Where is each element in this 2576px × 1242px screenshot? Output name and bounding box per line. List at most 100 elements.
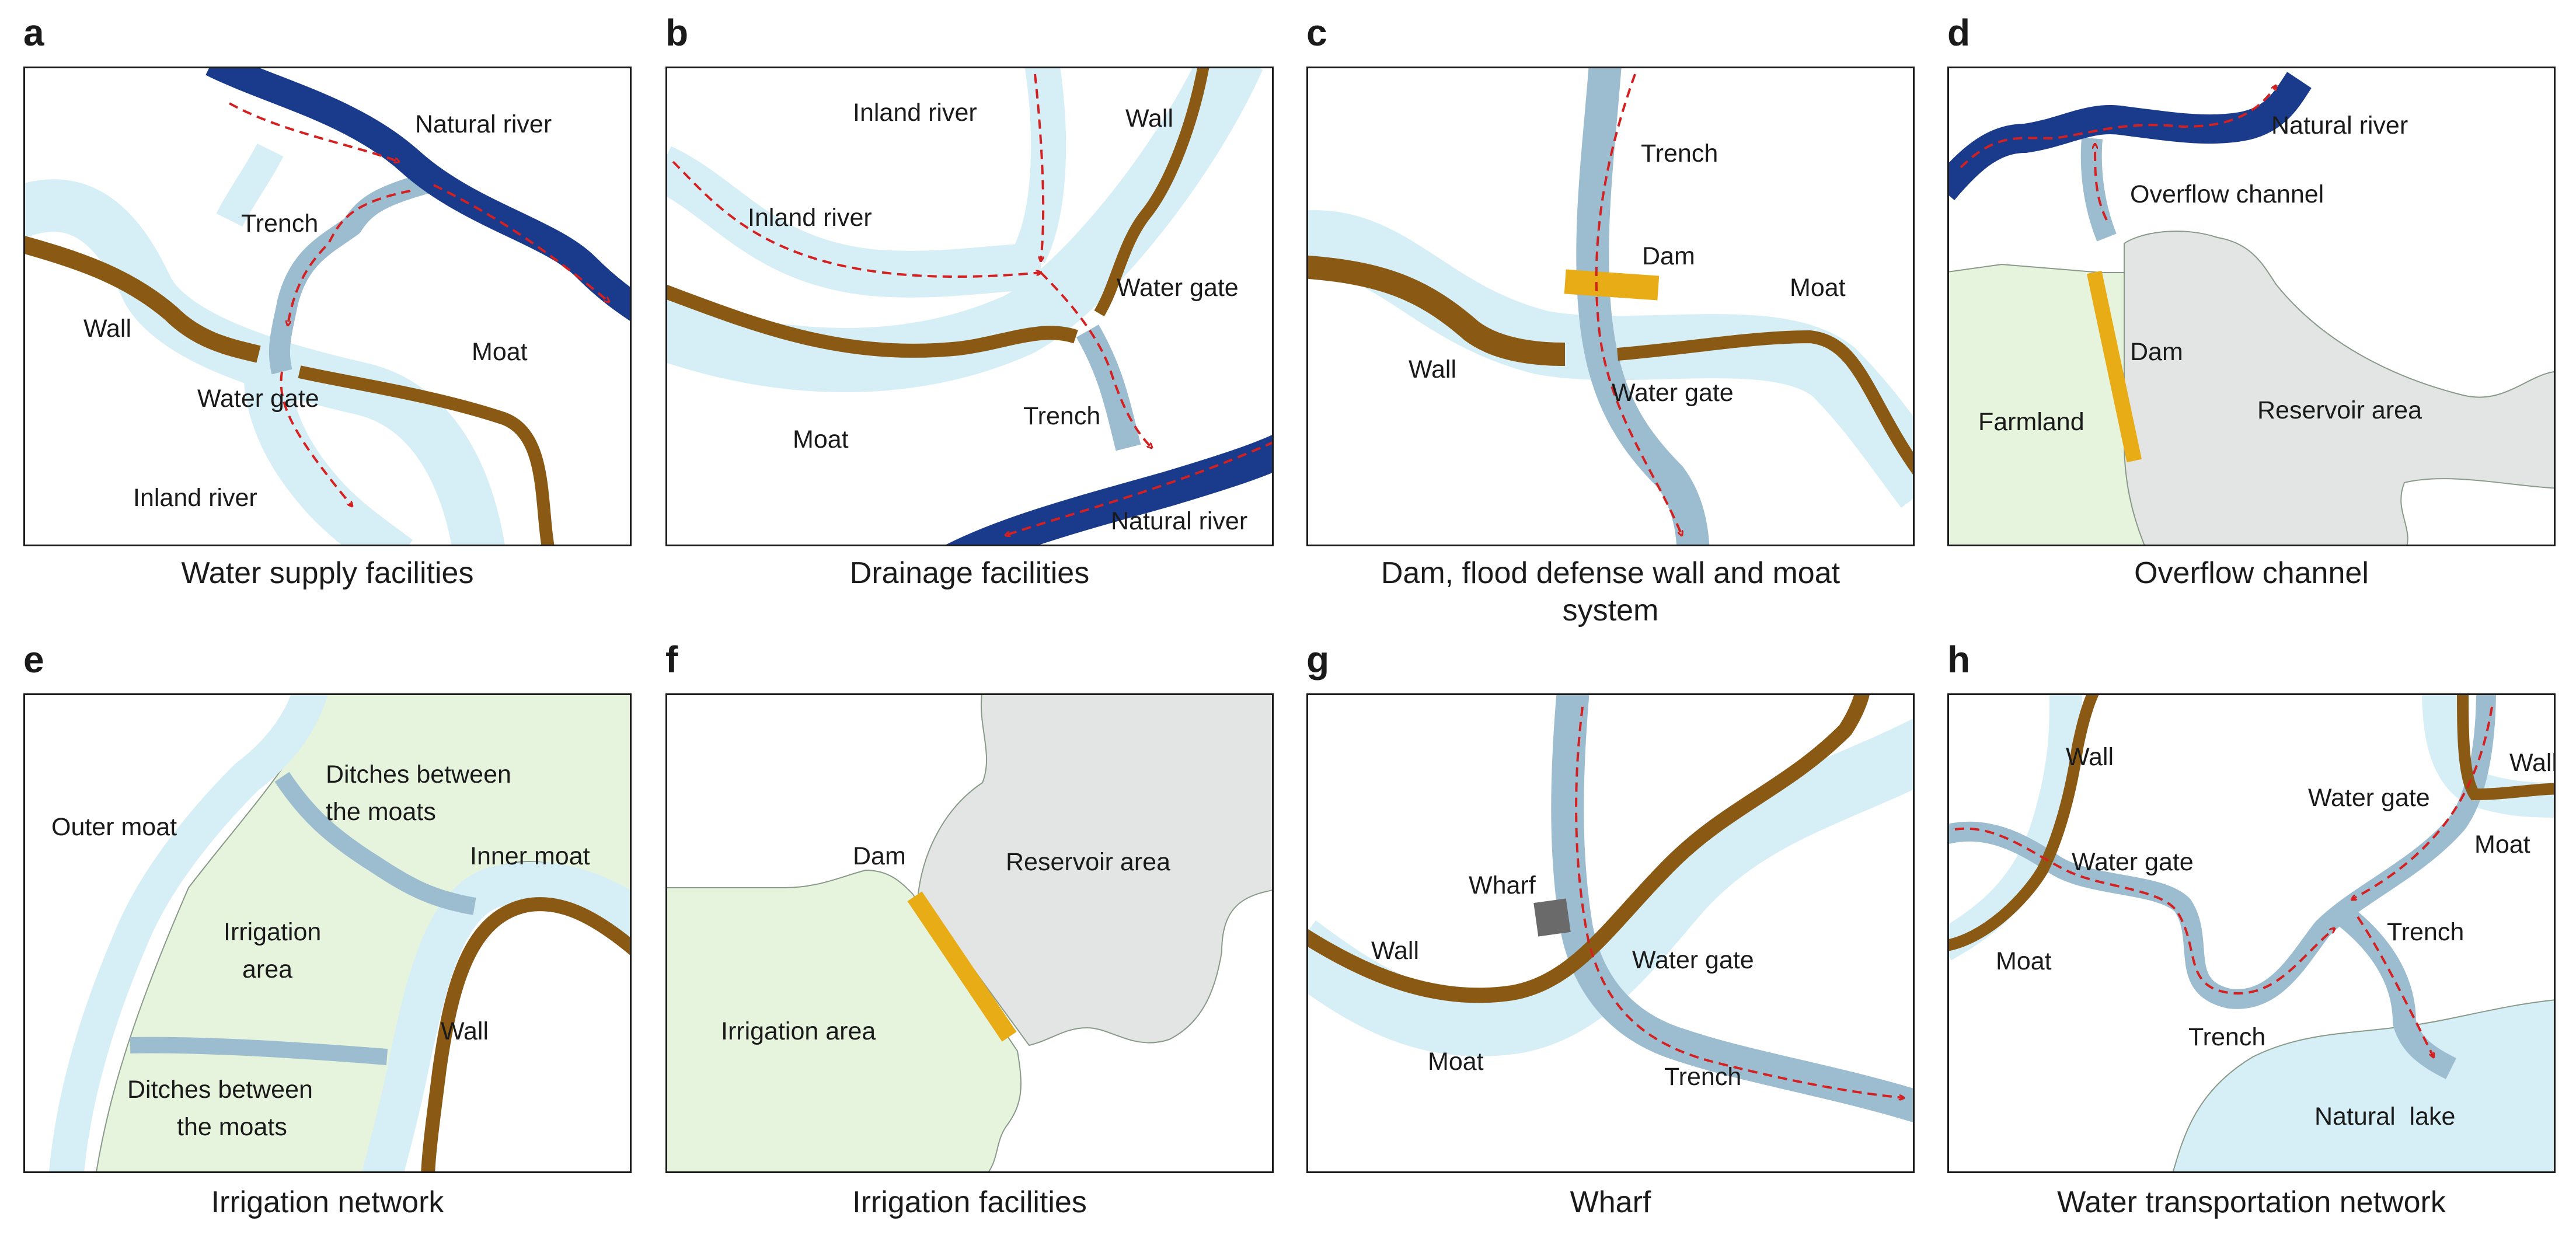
label-overflow-channel: Overflow channel: [2130, 180, 2324, 208]
wall-right: [2457, 695, 2554, 801]
label-water-gate: Water gate: [1632, 946, 1754, 974]
flow-arrow-lake: [2357, 916, 2434, 1057]
caption-g: Wharf: [1570, 1185, 1651, 1219]
panel-h-diagram: Wall Water gate Moat Water gate Wall Moa…: [1947, 693, 2556, 1173]
panel-h-svg: Wall Water gate Moat Water gate Wall Moa…: [1949, 695, 2554, 1171]
panel-letter-e: e: [23, 639, 44, 681]
inland-river-lower: [243, 343, 413, 545]
label-dam: Dam: [2130, 338, 2183, 366]
flow-arrow-river: [229, 102, 399, 162]
flow-arrow-trench: [1954, 827, 2334, 995]
label-moat-left: Moat: [1996, 947, 2052, 975]
label-natural-river: Natural river: [415, 110, 552, 138]
label-wall: Wall: [1371, 937, 1419, 965]
label-wall: Wall: [1409, 355, 1456, 383]
label-ditches-top-1: Ditches between: [326, 760, 511, 789]
label-water-gate: Water gate: [197, 385, 319, 413]
flow-arrow-trench: [1575, 706, 1904, 1098]
dam-bar: [1564, 269, 1660, 301]
trench-channel: [269, 172, 434, 375]
flow-arrow-river: [1960, 86, 2276, 169]
panel-letter-d: d: [1947, 12, 1971, 54]
panel-g-svg: Wharf Wall Water gate Moat Trench: [1308, 695, 1913, 1122]
panel-letter-b: b: [665, 12, 689, 54]
label-inner-moat: Inner moat: [470, 842, 590, 870]
panel-f-svg: Dam Reservoir area Irrigation area: [667, 695, 1272, 1171]
inland-river-upper: [1013, 68, 1066, 263]
ditch-top: [274, 772, 476, 915]
label-irrigation-area: Irrigation area: [721, 1017, 876, 1045]
flow-arrow-trench: [1595, 74, 1682, 535]
natural-river-channel: [1949, 72, 2312, 201]
panel-b-diagram: Inland river Wall Inland river Water gat…: [665, 67, 1274, 546]
wall-left: [1308, 255, 1566, 366]
label-irrigation-2: area: [242, 955, 292, 983]
label-outer-moat: Outer moat: [51, 813, 177, 841]
panel-letter-f: f: [665, 639, 678, 681]
panel-letter-a: a: [23, 12, 44, 54]
flow-arrow-inland-left: [672, 161, 1041, 278]
reservoir-area: [2124, 231, 2554, 545]
flow-arrow-inland: [280, 371, 353, 506]
trench-channel: [1576, 68, 1710, 545]
dam-bar: [2086, 270, 2142, 463]
caption-e: Irrigation network: [211, 1185, 444, 1219]
flow-arrow-river-2: [433, 184, 609, 302]
wall-left: [25, 236, 261, 363]
label-water-gate: Water gate: [1612, 379, 1734, 407]
panel-b-svg: Inland river Wall Inland river Water gat…: [667, 68, 1272, 545]
label-water-gate-right: Water gate: [2308, 784, 2430, 812]
label-trench-right: Trench: [2387, 918, 2464, 946]
trench-channel: [1551, 695, 1913, 1122]
inland-river-left: [667, 146, 1041, 298]
caption-d: Overflow channel: [2134, 556, 2369, 590]
wall-inner: [421, 897, 630, 1171]
wharf-block: [1533, 898, 1571, 937]
natural-lake: [2172, 999, 2554, 1171]
panel-g-diagram: Wharf Wall Water gate Moat Trench: [1306, 693, 1915, 1173]
caption-b: Drainage facilities: [849, 556, 1090, 590]
label-dam: Dam: [853, 842, 906, 870]
label-irrigation-1: Irrigation: [224, 918, 321, 946]
label-wall: Wall: [83, 315, 131, 343]
natural-river-channel: [205, 68, 630, 321]
irrigation-area: [667, 869, 1022, 1171]
caption-h: Water transportation network: [2057, 1185, 2446, 1219]
caption-c: Dam, flood defense wall and moat system: [1306, 554, 1915, 629]
label-trench: Trench: [1023, 402, 1100, 430]
overflow-channel: [2080, 137, 2117, 242]
moat-left: [1949, 695, 2082, 961]
label-natural-river: Natural river: [1111, 507, 1247, 535]
trench-channel: [1076, 325, 1141, 451]
label-water-gate: Water gate: [1117, 274, 1239, 302]
panel-f-diagram: Dam Reservoir area Irrigation area: [665, 693, 1274, 1173]
label-inland-river-top: Inland river: [853, 99, 977, 127]
wall-left: [1949, 695, 2099, 951]
label-trench: Trench: [1664, 1063, 1741, 1091]
caption-c-line1: Dam, flood defense wall and moat: [1381, 556, 1841, 590]
label-wharf: Wharf: [1469, 871, 1536, 899]
natural-river-channel: [946, 435, 1272, 545]
label-moat: Moat: [472, 338, 528, 366]
flow-arrow-river: [1006, 441, 1272, 535]
caption-f: Irrigation facilities: [852, 1185, 1087, 1219]
flow-arrow-inland-top: [1034, 74, 1045, 261]
label-farmland: Farmland: [1978, 408, 2084, 436]
inland-river-channel: [216, 143, 284, 227]
label-trench: Trench: [241, 210, 318, 238]
wall-right: [298, 365, 555, 545]
label-inland-river: Inland river: [133, 484, 257, 512]
flow-arrow-gate: [2352, 706, 2493, 899]
wall-lower: [667, 284, 1078, 358]
label-dam: Dam: [1642, 242, 1695, 270]
wall-upper: [1094, 68, 1209, 317]
label-wall-left: Wall: [2066, 743, 2114, 771]
label-ditches-bottom-1: Ditches between: [127, 1076, 313, 1104]
wall-right: [1617, 330, 1913, 475]
label-ditches-bottom-2: the moats: [177, 1113, 287, 1141]
panel-c-diagram: Trench Dam Moat Wall Water gate: [1306, 67, 1915, 546]
label-natural-river: Natural river: [2271, 111, 2408, 139]
panel-e-diagram: Outer moat Ditches between the moats Inn…: [23, 693, 632, 1173]
outer-moat: [49, 695, 328, 1171]
flow-arrow-overflow: [2095, 144, 2108, 221]
